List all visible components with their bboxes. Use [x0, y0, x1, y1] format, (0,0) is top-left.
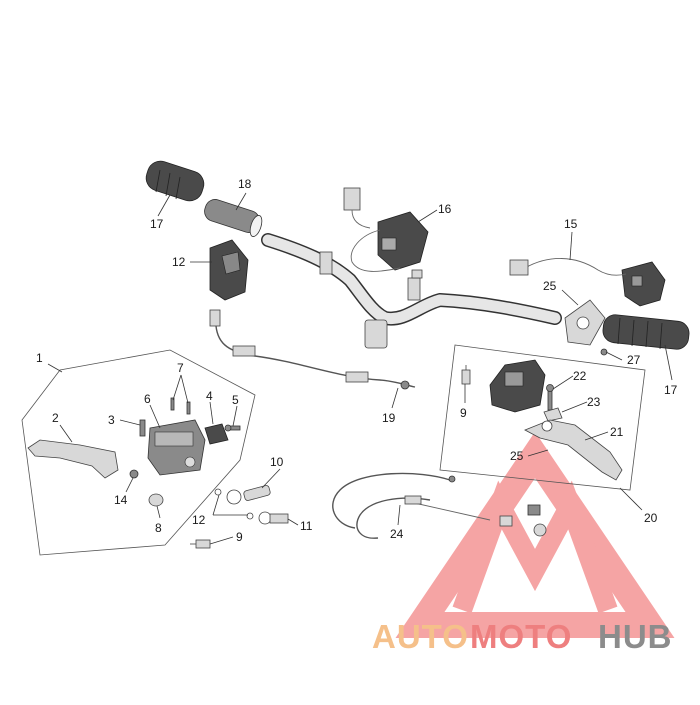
callout-3: 3	[108, 413, 115, 427]
callout-8: 8	[155, 521, 162, 535]
right-bracket-23	[543, 407, 563, 422]
callout-11: 11	[300, 519, 313, 533]
hose-washers-12	[214, 488, 254, 520]
callout-5: 5	[232, 393, 239, 407]
left-master-cylinder	[147, 419, 206, 476]
right-switch-9	[461, 365, 471, 385]
callout-18: 18	[238, 177, 252, 191]
left-clamp-4	[204, 423, 229, 445]
left-brake-lever	[27, 439, 119, 479]
watermark-text: AUTO MOTO HUB	[372, 618, 673, 655]
small-screw-27	[600, 348, 608, 356]
left-assembly-frame	[21, 349, 256, 556]
left-screw-3	[139, 419, 146, 437]
hose-fitting-10	[226, 485, 271, 505]
callout-19: 19	[382, 411, 396, 425]
center-switch-housing	[343, 187, 429, 279]
hose-bolt-11	[258, 511, 289, 525]
callout-9a: 9	[236, 530, 243, 544]
left-screws-7	[170, 397, 191, 415]
callout-21: 21	[610, 425, 624, 439]
callout-13: 12	[172, 255, 186, 269]
throttle-cable	[209, 309, 416, 390]
watermark-moto: MOTO	[470, 618, 572, 655]
callout-1: 1	[36, 351, 43, 365]
callout-24: 24	[390, 527, 404, 541]
left-nut-14	[129, 469, 139, 479]
left-grip	[145, 160, 205, 202]
callout-9b: 9	[460, 406, 467, 420]
callout-4: 4	[206, 389, 213, 403]
brake-cable	[332, 472, 491, 539]
callout-23: 23	[587, 395, 601, 409]
callout-17a: 17	[150, 217, 164, 231]
callout-12: 12	[192, 513, 206, 527]
leader-lines	[47, 192, 673, 545]
callout-2: 2	[52, 411, 59, 425]
callout-22: 22	[573, 369, 587, 383]
callout-25: 25	[510, 449, 524, 463]
watermark-m-shape	[452, 480, 618, 614]
bar-end-cover	[564, 299, 606, 346]
callout-17b: 17	[664, 383, 678, 397]
right-grip	[602, 314, 690, 350]
right-assembly-frame	[439, 344, 646, 491]
callout-10: 10	[270, 455, 284, 469]
watermark-auto: AUTO	[372, 618, 469, 655]
right-switch-housing	[509, 258, 666, 307]
callout-14: 14	[114, 493, 128, 507]
watermark-hub: HUB	[598, 618, 673, 655]
callout-15: 15	[564, 217, 578, 231]
left-cap-8	[148, 493, 164, 507]
callout-7: 7	[177, 361, 184, 375]
left-switch-housing	[209, 239, 249, 301]
cable-end-parts	[499, 504, 547, 537]
right-master-cylinder	[489, 359, 546, 413]
watermark-logo	[395, 431, 675, 638]
callout-labels: 17 18 12 16 15 25 17 27 22 23 21 25 9 19…	[36, 177, 678, 544]
left-switch-9	[190, 539, 211, 549]
right-brake-lever	[524, 419, 623, 481]
handlebar	[261, 233, 562, 349]
callout-20: 20	[644, 511, 658, 525]
right-screw-22	[546, 384, 554, 411]
callout-6: 6	[144, 392, 151, 406]
callout-26: 25	[543, 279, 557, 293]
callout-16: 16	[438, 202, 452, 216]
throttle-sleeve	[204, 199, 263, 237]
callout-27: 27	[627, 353, 641, 367]
left-screw-5	[224, 424, 241, 432]
